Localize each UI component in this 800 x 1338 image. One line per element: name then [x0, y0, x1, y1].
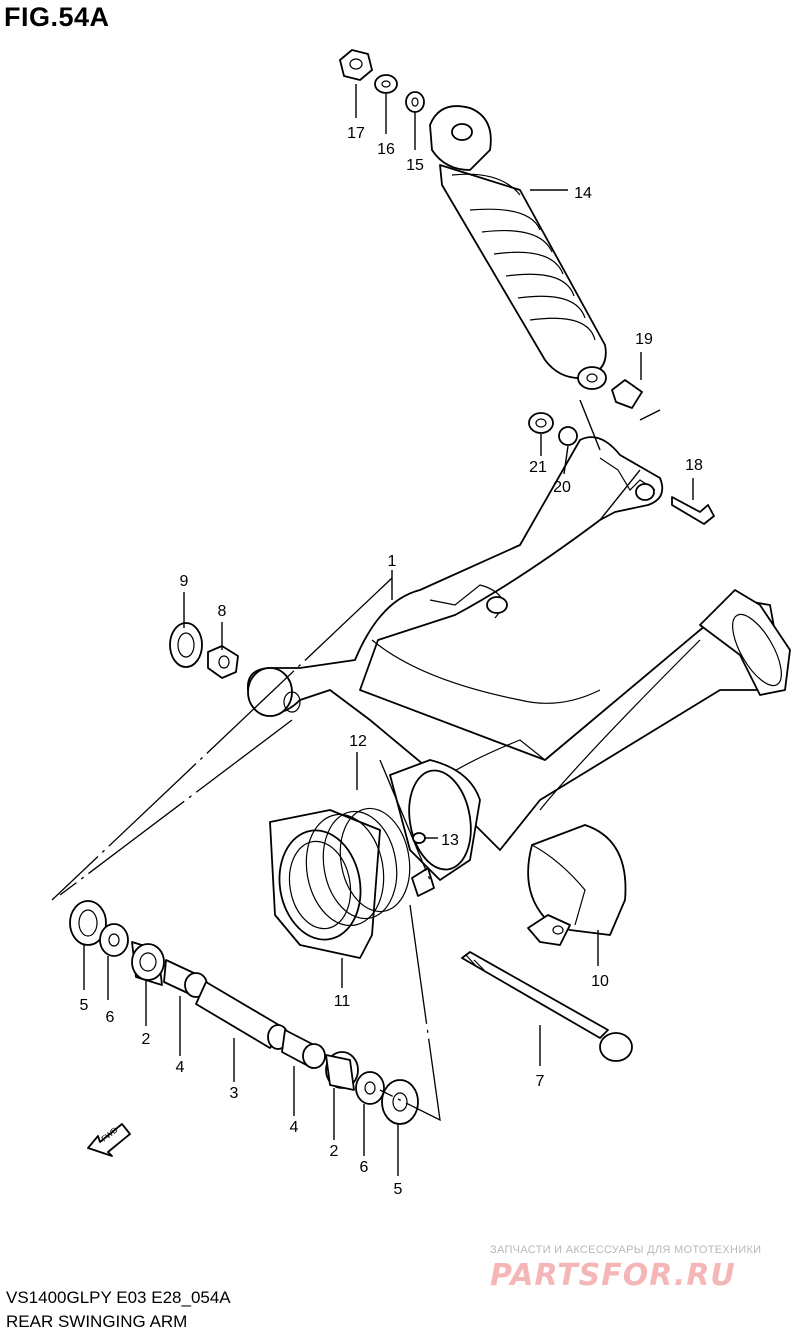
shock-absorber: [429, 105, 607, 390]
callout-1: 1: [388, 553, 397, 570]
callout-14: 14: [574, 185, 592, 202]
callout-6b: 6: [360, 1159, 369, 1176]
model-code: VS1400GLPY E03 E28_054A: [6, 1288, 231, 1307]
callout-11: 11: [334, 993, 351, 1010]
forward-arrow-icon: FWD: [87, 1123, 131, 1157]
callout-12: 12: [349, 733, 367, 750]
callout-10: 10: [591, 973, 609, 990]
callout-19: 19: [635, 331, 653, 348]
callout-8: 8: [218, 603, 227, 620]
swing-arm: [246, 436, 791, 851]
callout-6a: 6: [106, 1009, 115, 1026]
callout-numbers: 1 2 2 3 4 4 5 5 6 6 7 8 9 10 11 12 13 14…: [80, 125, 703, 1198]
bearing-stack: [69, 900, 419, 1125]
swing-arm-cover: [527, 824, 627, 946]
callout-13: 13: [441, 832, 459, 849]
callout-17: 17: [347, 125, 365, 142]
callout-5b: 5: [394, 1181, 403, 1198]
callout-18: 18: [685, 457, 703, 474]
callout-16: 16: [377, 141, 395, 158]
figure-title: FIG.54A: [4, 2, 110, 32]
callout-2a: 2: [142, 1031, 151, 1048]
callout-20: 20: [553, 479, 571, 496]
callout-leaders: [83, 84, 694, 1176]
callout-9: 9: [180, 573, 189, 590]
callout-3: 3: [230, 1085, 239, 1102]
callout-4b: 4: [290, 1119, 299, 1136]
pivot-cap-and-nut: [169, 622, 239, 679]
assembly-guide-lines: [51, 399, 661, 1122]
watermark-tagline: ЗАПЧАСТИ И АКСЕССУАРЫ ДЛЯ МОТОТЕХНИКИ: [490, 1244, 762, 1256]
pivot-shaft: [461, 951, 633, 1062]
callout-15: 15: [406, 157, 424, 174]
callout-7: 7: [536, 1073, 545, 1090]
upper-mount-hardware: [339, 49, 425, 113]
callout-2b: 2: [330, 1143, 339, 1160]
callout-4a: 4: [176, 1059, 185, 1076]
watermark-logo: PARTSFOR.RU: [490, 1258, 736, 1293]
rubber-boot-and-clamp: [269, 759, 481, 959]
callout-21: 21: [529, 459, 547, 476]
callout-5a: 5: [80, 997, 89, 1014]
lower-mount-hardware: [528, 379, 715, 525]
section-title: REAR SWINGING ARM: [6, 1312, 188, 1331]
